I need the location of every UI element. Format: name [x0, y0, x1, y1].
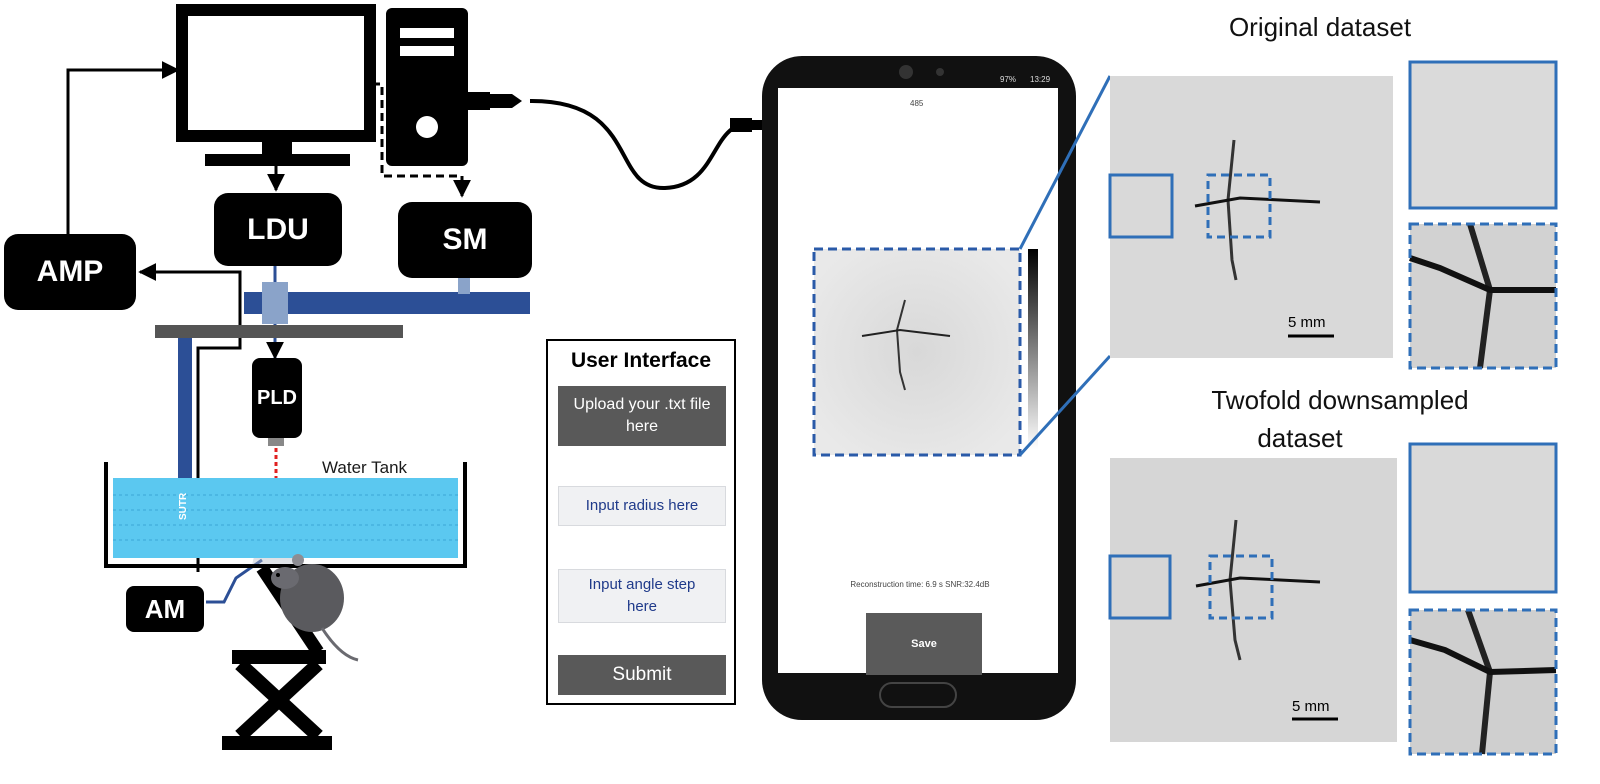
original-inset-solid: [1408, 60, 1558, 210]
radius-input[interactable]: Input radius here: [558, 486, 726, 526]
scale-bar-label-top: 5 mm: [1288, 314, 1326, 331]
sm-block: SM: [398, 202, 532, 278]
downsampled-title-line2: dataset: [1257, 423, 1343, 453]
downsampled-image: [1108, 458, 1397, 742]
phone-status-time: 13:29: [1030, 75, 1051, 84]
original-inset-dashed: [1408, 222, 1558, 370]
usb-cable: [468, 92, 766, 191]
angle-step-input[interactable]: Input angle step here: [558, 569, 726, 623]
am-block: AM: [126, 586, 204, 632]
downsampled-inset-solid: [1408, 442, 1558, 594]
monitor-icon: [176, 4, 376, 166]
downsampled-title-line1: Twofold downsampled: [1211, 385, 1469, 415]
scale-bar-label-bottom: 5 mm: [1292, 698, 1330, 715]
downsampled-inset-dashed: [1408, 608, 1558, 756]
user-interface-title: User Interface: [570, 349, 712, 372]
reconstruction-info: Reconstruction time: 6.9 s SNR:32.4dB: [850, 580, 990, 589]
water-tank: [104, 462, 467, 568]
original-image: [1108, 76, 1393, 358]
computer-tower-icon: [386, 8, 468, 166]
ldu-block: LDU: [214, 193, 342, 266]
original-dataset-title: Original dataset: [1228, 12, 1412, 42]
amp-block: AMP: [4, 234, 136, 310]
mouse-icon: [271, 554, 359, 662]
user-interface-panel: User Interface Upload your .txt file her…: [546, 339, 736, 705]
zoom-lines: [1018, 75, 1112, 457]
phone-top-number: 485: [910, 99, 924, 108]
phone-status-battery: 97%: [1000, 75, 1017, 84]
submit-button[interactable]: Submit: [558, 655, 726, 695]
water-tank-label: Water Tank: [322, 458, 408, 477]
pld-block: PLD: [252, 358, 302, 438]
upload-button[interactable]: Upload your .txt file here: [558, 386, 726, 446]
sutr-label: SUTR: [178, 492, 189, 520]
phone-reconstruction-image: [812, 247, 1038, 457]
save-button[interactable]: Save: [866, 613, 982, 675]
